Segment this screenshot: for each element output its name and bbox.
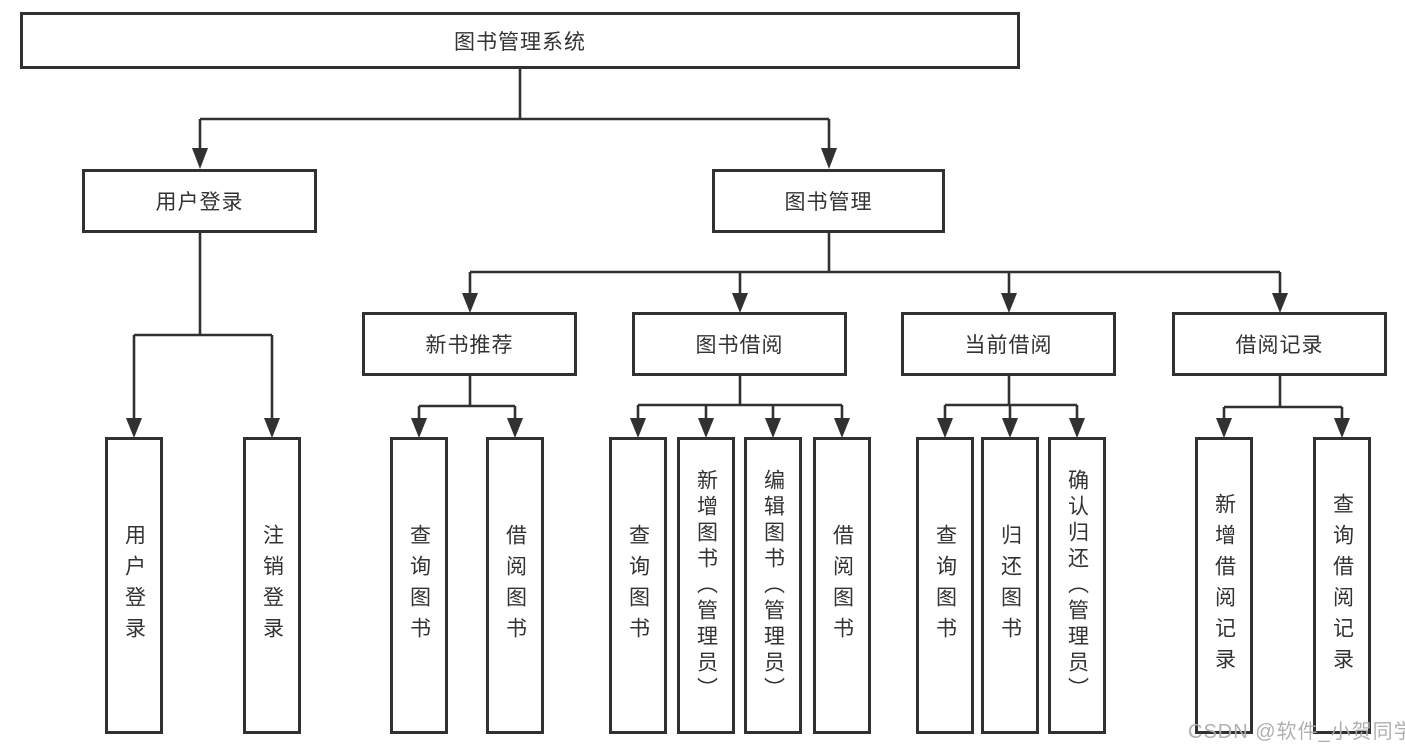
node-user-login-label: 用户登录 (155, 191, 244, 214)
leaf-add-borrow-record-label: 新增借阅记录 (1212, 492, 1236, 679)
connector-lines (132, 69, 1344, 420)
arrowheads (126, 148, 1350, 438)
leaf-borrow-books-recommend: 借阅图书 (486, 437, 544, 734)
node-new-book-recommend-label: 新书推荐 (425, 334, 514, 357)
leaf-logout-label: 注销登录 (260, 523, 284, 648)
leaf-user-login-label: 用户登录 (122, 523, 146, 648)
node-book-management-label: 图书管理 (784, 191, 873, 214)
node-book-borrow-label: 图书借阅 (695, 334, 784, 357)
node-new-book-recommend: 新书推荐 (362, 312, 577, 376)
leaf-edit-book-admin: 编辑图书（管理员） (744, 437, 802, 734)
node-root-library-system: 图书管理系统 (20, 12, 1020, 69)
leaf-return-book-label: 归还图书 (998, 523, 1022, 648)
leaf-confirm-return-admin-label: 确认归还（管理员） (1065, 468, 1089, 703)
leaf-logout: 注销登录 (243, 437, 301, 734)
leaf-borrow-books-2-label: 借阅图书 (830, 523, 854, 648)
node-current-borrow-label: 当前借阅 (964, 334, 1053, 357)
leaf-edit-book-admin-label: 编辑图书（管理员） (761, 468, 785, 703)
leaf-query-borrow-record-label: 查询借阅记录 (1330, 492, 1354, 679)
leaf-query-books-recommend-label: 查询图书 (407, 523, 431, 648)
node-book-borrow: 图书借阅 (632, 312, 847, 376)
leaf-query-books-borrow: 查询图书 (609, 437, 667, 734)
csdn-watermark: CSDN @软件_小贺同学 (1188, 721, 1405, 743)
node-borrow-records: 借阅记录 (1172, 312, 1387, 376)
node-current-borrow: 当前借阅 (901, 312, 1116, 376)
leaf-query-borrow-record: 查询借阅记录 (1313, 437, 1371, 734)
leaf-confirm-return-admin: 确认归还（管理员） (1048, 437, 1106, 734)
leaf-query-books-current: 查询图书 (916, 437, 974, 734)
leaf-user-login: 用户登录 (105, 437, 163, 734)
node-user-login: 用户登录 (82, 169, 317, 233)
node-borrow-records-label: 借阅记录 (1235, 334, 1324, 357)
leaf-borrow-books-recommend-label: 借阅图书 (503, 523, 527, 648)
leaf-add-book-admin-label: 新增图书（管理员） (694, 468, 718, 703)
leaf-borrow-books-2: 借阅图书 (813, 437, 871, 734)
leaf-add-book-admin: 新增图书（管理员） (677, 437, 735, 734)
node-root-label: 图书管理系统 (454, 30, 586, 54)
leaf-query-books-recommend: 查询图书 (390, 437, 448, 734)
leaf-add-borrow-record: 新增借阅记录 (1195, 437, 1253, 734)
leaf-query-books-current-label: 查询图书 (933, 523, 957, 648)
leaf-query-books-borrow-label: 查询图书 (626, 523, 650, 648)
node-book-management: 图书管理 (712, 169, 945, 233)
leaf-return-book: 归还图书 (981, 437, 1039, 734)
